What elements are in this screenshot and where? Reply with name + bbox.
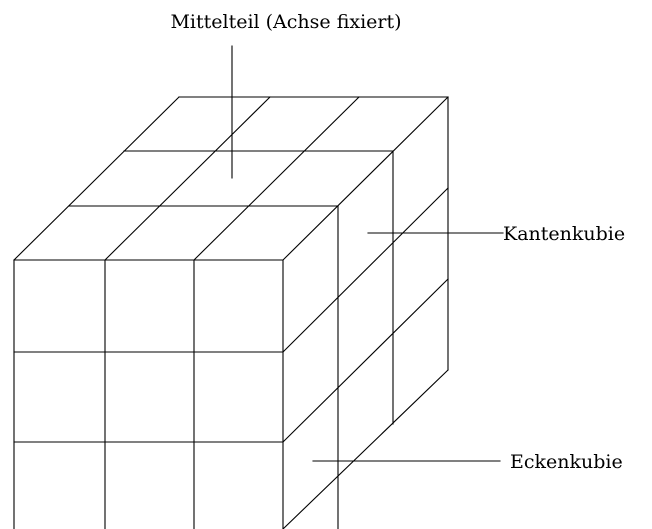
leader-lines xyxy=(231,45,504,462)
right-face xyxy=(282,96,449,529)
corner-piece-label: Eckenkubie xyxy=(510,451,623,473)
top-face xyxy=(13,96,449,261)
edge-piece-label: Kantenkubie xyxy=(503,223,625,245)
center-piece-label: Mittelteil (Achse fixiert) xyxy=(170,11,401,33)
front-face xyxy=(13,259,284,529)
